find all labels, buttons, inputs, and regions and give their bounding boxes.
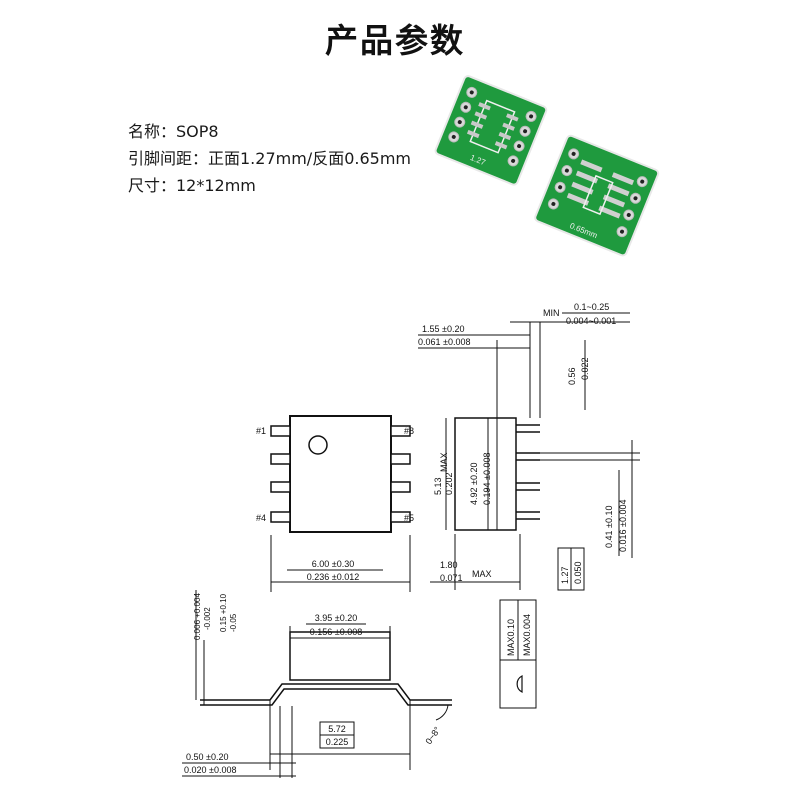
dim-600-bottom: 0.236 ±0.012 <box>307 572 359 582</box>
pins-left <box>270 425 291 523</box>
dim-050-bottom: 0.020 ±0.008 <box>184 765 236 775</box>
param-name: 名称：SOP8 <box>128 122 219 141</box>
dim-050-top: 0.50 ±0.20 <box>186 752 228 762</box>
dim-015-top: 0.15 +0.10 <box>219 593 228 632</box>
dim-155-top: 1.55 ±0.20 <box>422 324 464 334</box>
dim-127-bottom: 0.050 <box>573 561 583 584</box>
dim-041-top: 0.41 ±0.10 <box>604 506 614 548</box>
pin-label-1: #1 <box>256 426 266 436</box>
pin-label-8: #8 <box>404 426 414 436</box>
dim-155-bottom: 0.061 ±0.008 <box>418 337 470 347</box>
dim-513-top: 5.13 <box>433 477 443 495</box>
dim-600-top: 6.00 ±0.30 <box>312 559 354 569</box>
dim-max010-top: MAX0.10 <box>506 619 516 656</box>
dim-492-top: 4.92 ±0.20 <box>469 463 479 505</box>
dim-min-label: MIN <box>543 308 560 318</box>
dim-513-max: MAX <box>439 452 449 472</box>
pins-right <box>390 425 411 523</box>
pin-label-5: #5 <box>404 513 414 523</box>
flatness-icon <box>516 675 523 693</box>
page-title: 产品参数 <box>325 21 465 60</box>
dim-041-bottom: 0.016 ±0.004 <box>618 500 628 552</box>
front-view: 3.95 ±0.20 0.156 ±0.008 0.006 +0.004 -0.… <box>182 590 452 778</box>
dim-572-top: 5.72 <box>328 724 346 734</box>
pin1-marker-icon <box>308 435 328 455</box>
dim-395-top: 3.95 ±0.20 <box>315 613 357 623</box>
dim-015-bottom: 0.006 +0.004 <box>193 593 202 640</box>
dim-min-top: 0.1~0.25 <box>574 302 609 312</box>
pin-label-4: #4 <box>256 513 266 523</box>
dim-492-bottom: 0.194 ±0.008 <box>482 453 492 505</box>
param-size: 尺寸：12*12mm <box>128 176 256 195</box>
dim-513-bottom: 0.202 <box>444 472 454 495</box>
dim-056-bottom: 0.022 <box>580 357 590 380</box>
dim-015-bottom2: -0.002 <box>203 607 212 630</box>
package-body <box>289 415 392 533</box>
dim-056-top: 0.56 <box>567 367 577 385</box>
dim-395-bottom: 0.156 ±0.008 <box>310 627 362 637</box>
dim-min-bottom: 0.004~0.001 <box>566 316 616 326</box>
parameter-list: 名称：SOP8 引脚间距：正面1.27mm/反面0.65mm 尺寸：12*12m… <box>128 118 411 199</box>
dim-180-bottom: 0.071 <box>440 573 463 583</box>
side-view: 5.13 0.202 MAX 4.92 ±0.20 0.194 ±0.008 1… <box>418 302 640 709</box>
dim-127-top: 1.27 <box>560 566 570 584</box>
dim-180-max: MAX <box>472 569 492 579</box>
dim-max010-bottom: MAX0.004 <box>522 614 532 656</box>
param-pitch: 引脚间距：正面1.27mm/反面0.65mm <box>128 149 411 168</box>
top-view: #1 #4 #8 #5 6.00 ±0.30 0.236 ±0.012 <box>256 415 414 592</box>
dim-180-top: 1.80 <box>440 560 458 570</box>
dim-572-bottom: 0.225 <box>326 737 349 747</box>
dim-015-mid: -0.05 <box>229 613 238 632</box>
angle-label: 0~8° <box>423 725 442 747</box>
